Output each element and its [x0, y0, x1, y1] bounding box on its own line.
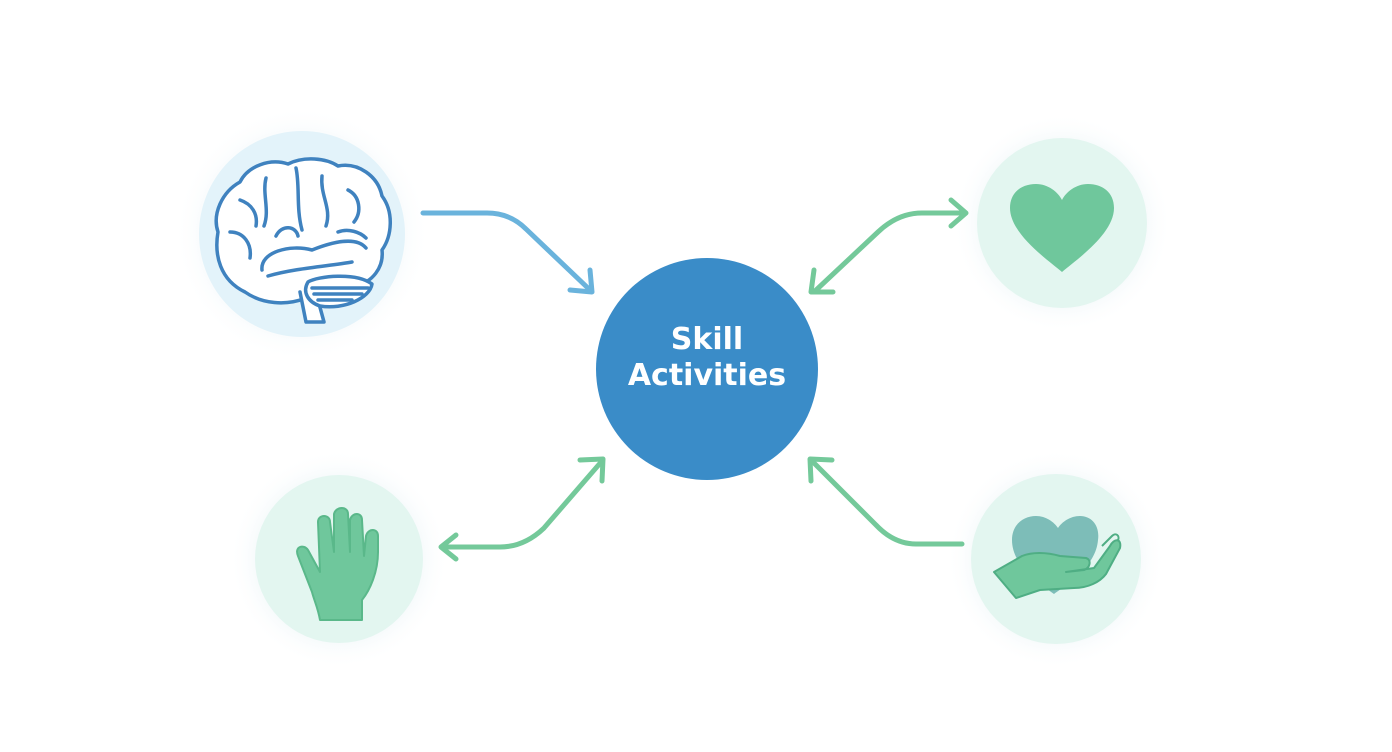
arrow-hand-center-head-b	[438, 532, 459, 562]
heart-in-hand-icon	[993, 516, 1122, 599]
brain-icon	[214, 157, 392, 324]
center-node-circle	[596, 258, 818, 480]
arrow-brain-to-center-head	[567, 267, 595, 295]
center-label: Skill Activities	[596, 322, 818, 394]
heart-icon	[1010, 184, 1114, 272]
hand-icon	[296, 507, 379, 621]
arrow-social-to-center-head	[807, 456, 835, 484]
center-label-line2: Activities	[627, 358, 787, 393]
arrow-hand-center	[440, 458, 605, 550]
arrow-social-to-center	[808, 457, 965, 547]
arrow-heart-center-head-b	[948, 197, 969, 229]
arrow-hand-center-head-a	[577, 456, 606, 484]
arrow-heart-center-head-a	[808, 267, 836, 295]
arrow-brain-to-center	[420, 210, 593, 293]
arrow-heart-center	[811, 210, 967, 295]
center-label-line1: Skill	[670, 322, 744, 357]
